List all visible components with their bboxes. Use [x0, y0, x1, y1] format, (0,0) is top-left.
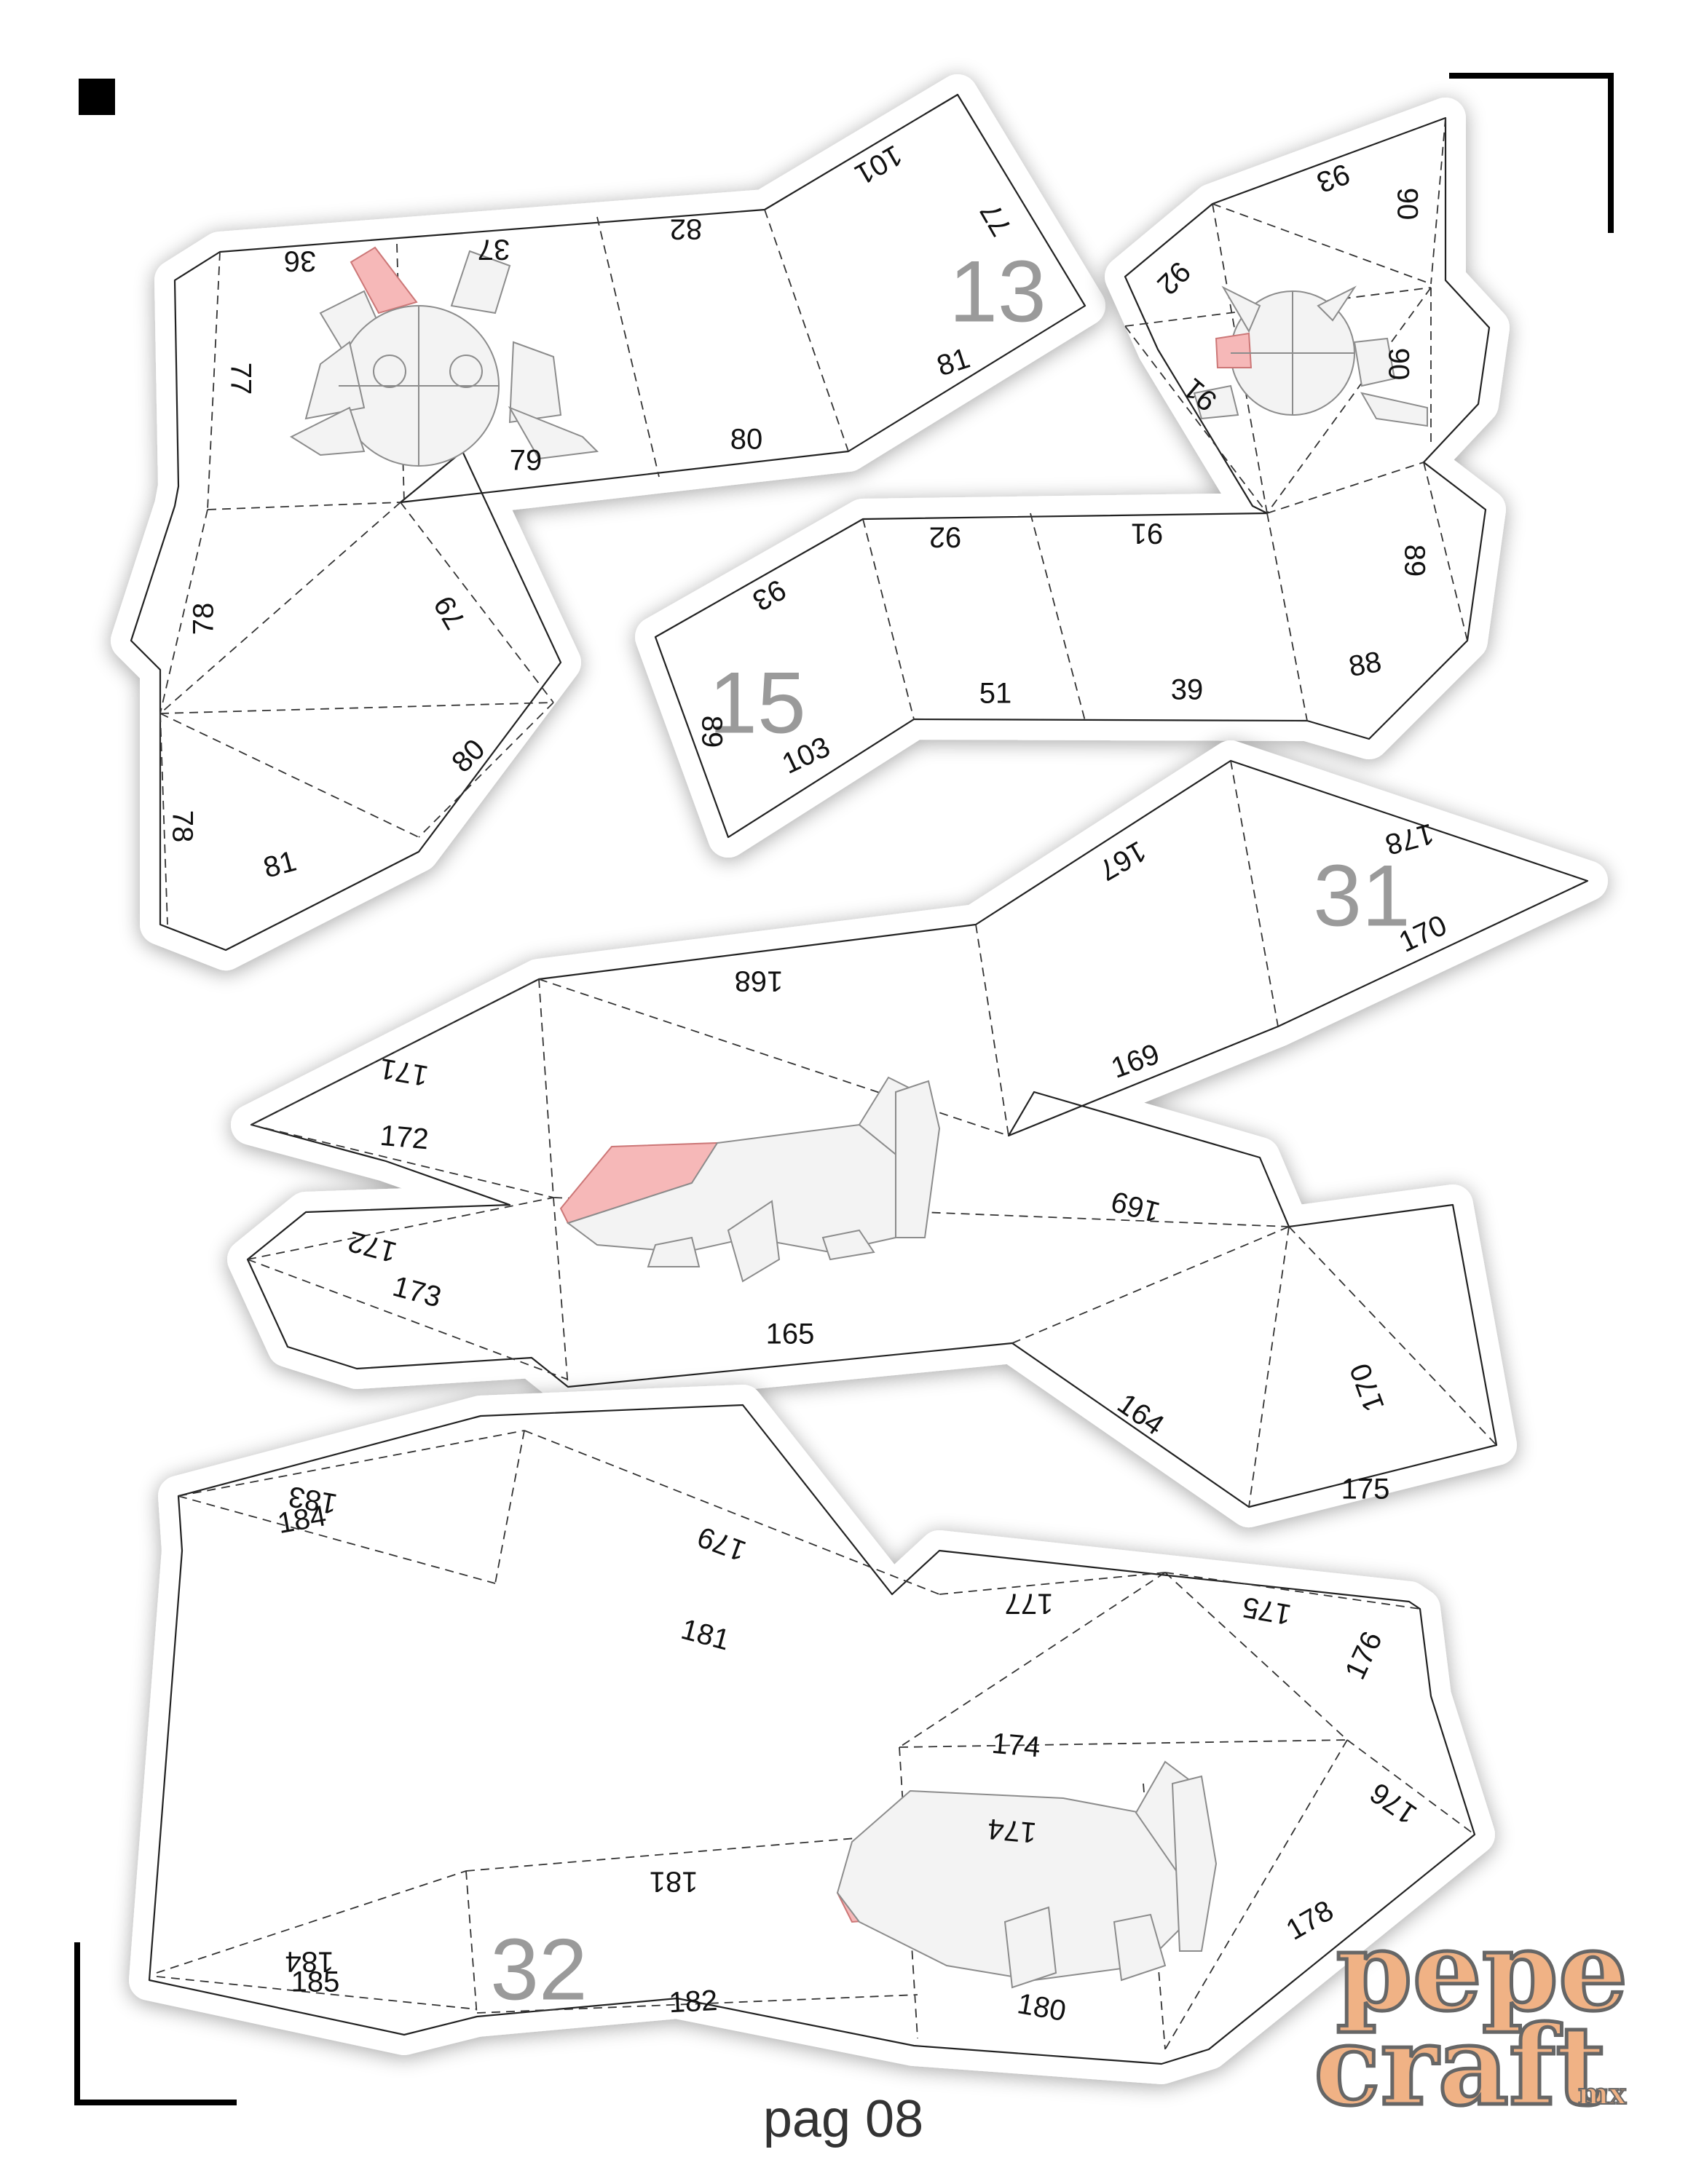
edge-label: 172 — [379, 1120, 430, 1156]
edge-label: 92 — [929, 521, 962, 553]
registration-square-mark — [79, 79, 115, 115]
edge-label: 37 — [478, 233, 510, 265]
edge-label: 78 — [188, 603, 220, 636]
piece-id-13: 13 — [949, 243, 1046, 341]
edge-label: 174 — [987, 1813, 1038, 1849]
corner-mark-bottom-left — [74, 1942, 237, 2105]
edge-label: 168 — [735, 965, 784, 997]
piece-15: 93 90 92 90 91 93 92 91 89 88 39 51 15 1… — [635, 98, 1510, 858]
edge-label: 174 — [990, 1728, 1041, 1764]
logo-text-craft: craft — [1314, 2002, 1606, 2130]
edge-label: 165 — [766, 1318, 815, 1350]
edge-label: 79 — [510, 445, 543, 477]
edge-label: 185 — [291, 1966, 340, 1998]
pepecraft-logo: pepe craft mx — [1312, 1906, 1630, 2132]
edge-label: 51 — [979, 678, 1012, 710]
figure-side-view-2 — [836, 1760, 1218, 1989]
logo-text-mx: mx — [1578, 2077, 1627, 2111]
edge-label: 182 — [668, 1985, 718, 2019]
edge-label: 36 — [284, 245, 317, 277]
edge-label: 89 — [695, 716, 727, 748]
edge-label: 90 — [1391, 188, 1423, 221]
figure-side-view — [559, 1076, 941, 1283]
corner-mark-top-right — [1449, 73, 1614, 233]
page-label: pag 08 — [763, 2090, 923, 2148]
edge-label: 78 — [166, 810, 198, 843]
piece-id-32: 32 — [490, 1921, 587, 2019]
edge-label: 77 — [224, 363, 256, 395]
edge-label: 181 — [650, 1865, 698, 1897]
edge-label: 89 — [1398, 545, 1430, 577]
edge-label: 175 — [1341, 1473, 1390, 1506]
piece-id-15: 15 — [709, 654, 805, 752]
edge-label: 184 — [285, 1945, 334, 1977]
logo-text-pepe: pepe — [1336, 1907, 1628, 2035]
edge-label: 39 — [1171, 674, 1204, 706]
piece-31: 178 167 31 170 168 169 171 172 169 172 1… — [227, 740, 1608, 1527]
figure-back-view — [1193, 285, 1428, 427]
edge-label: 91 — [1131, 517, 1164, 549]
edge-label: 80 — [730, 424, 763, 456]
edge-label: 82 — [670, 213, 703, 245]
piece-id-31: 31 — [1313, 847, 1410, 945]
piece-32: 183 184 179 177 175 176 181 174 174 176 … — [129, 1385, 1495, 2084]
edge-label: 88 — [1346, 646, 1384, 683]
figure-front-view — [289, 246, 599, 467]
edge-label: 90 — [1382, 348, 1414, 381]
edge-label: 177 — [1005, 1587, 1054, 1619]
piece-13: 36 37 82 101 77 77 13 79 80 81 78 79 80 … — [111, 74, 1105, 970]
